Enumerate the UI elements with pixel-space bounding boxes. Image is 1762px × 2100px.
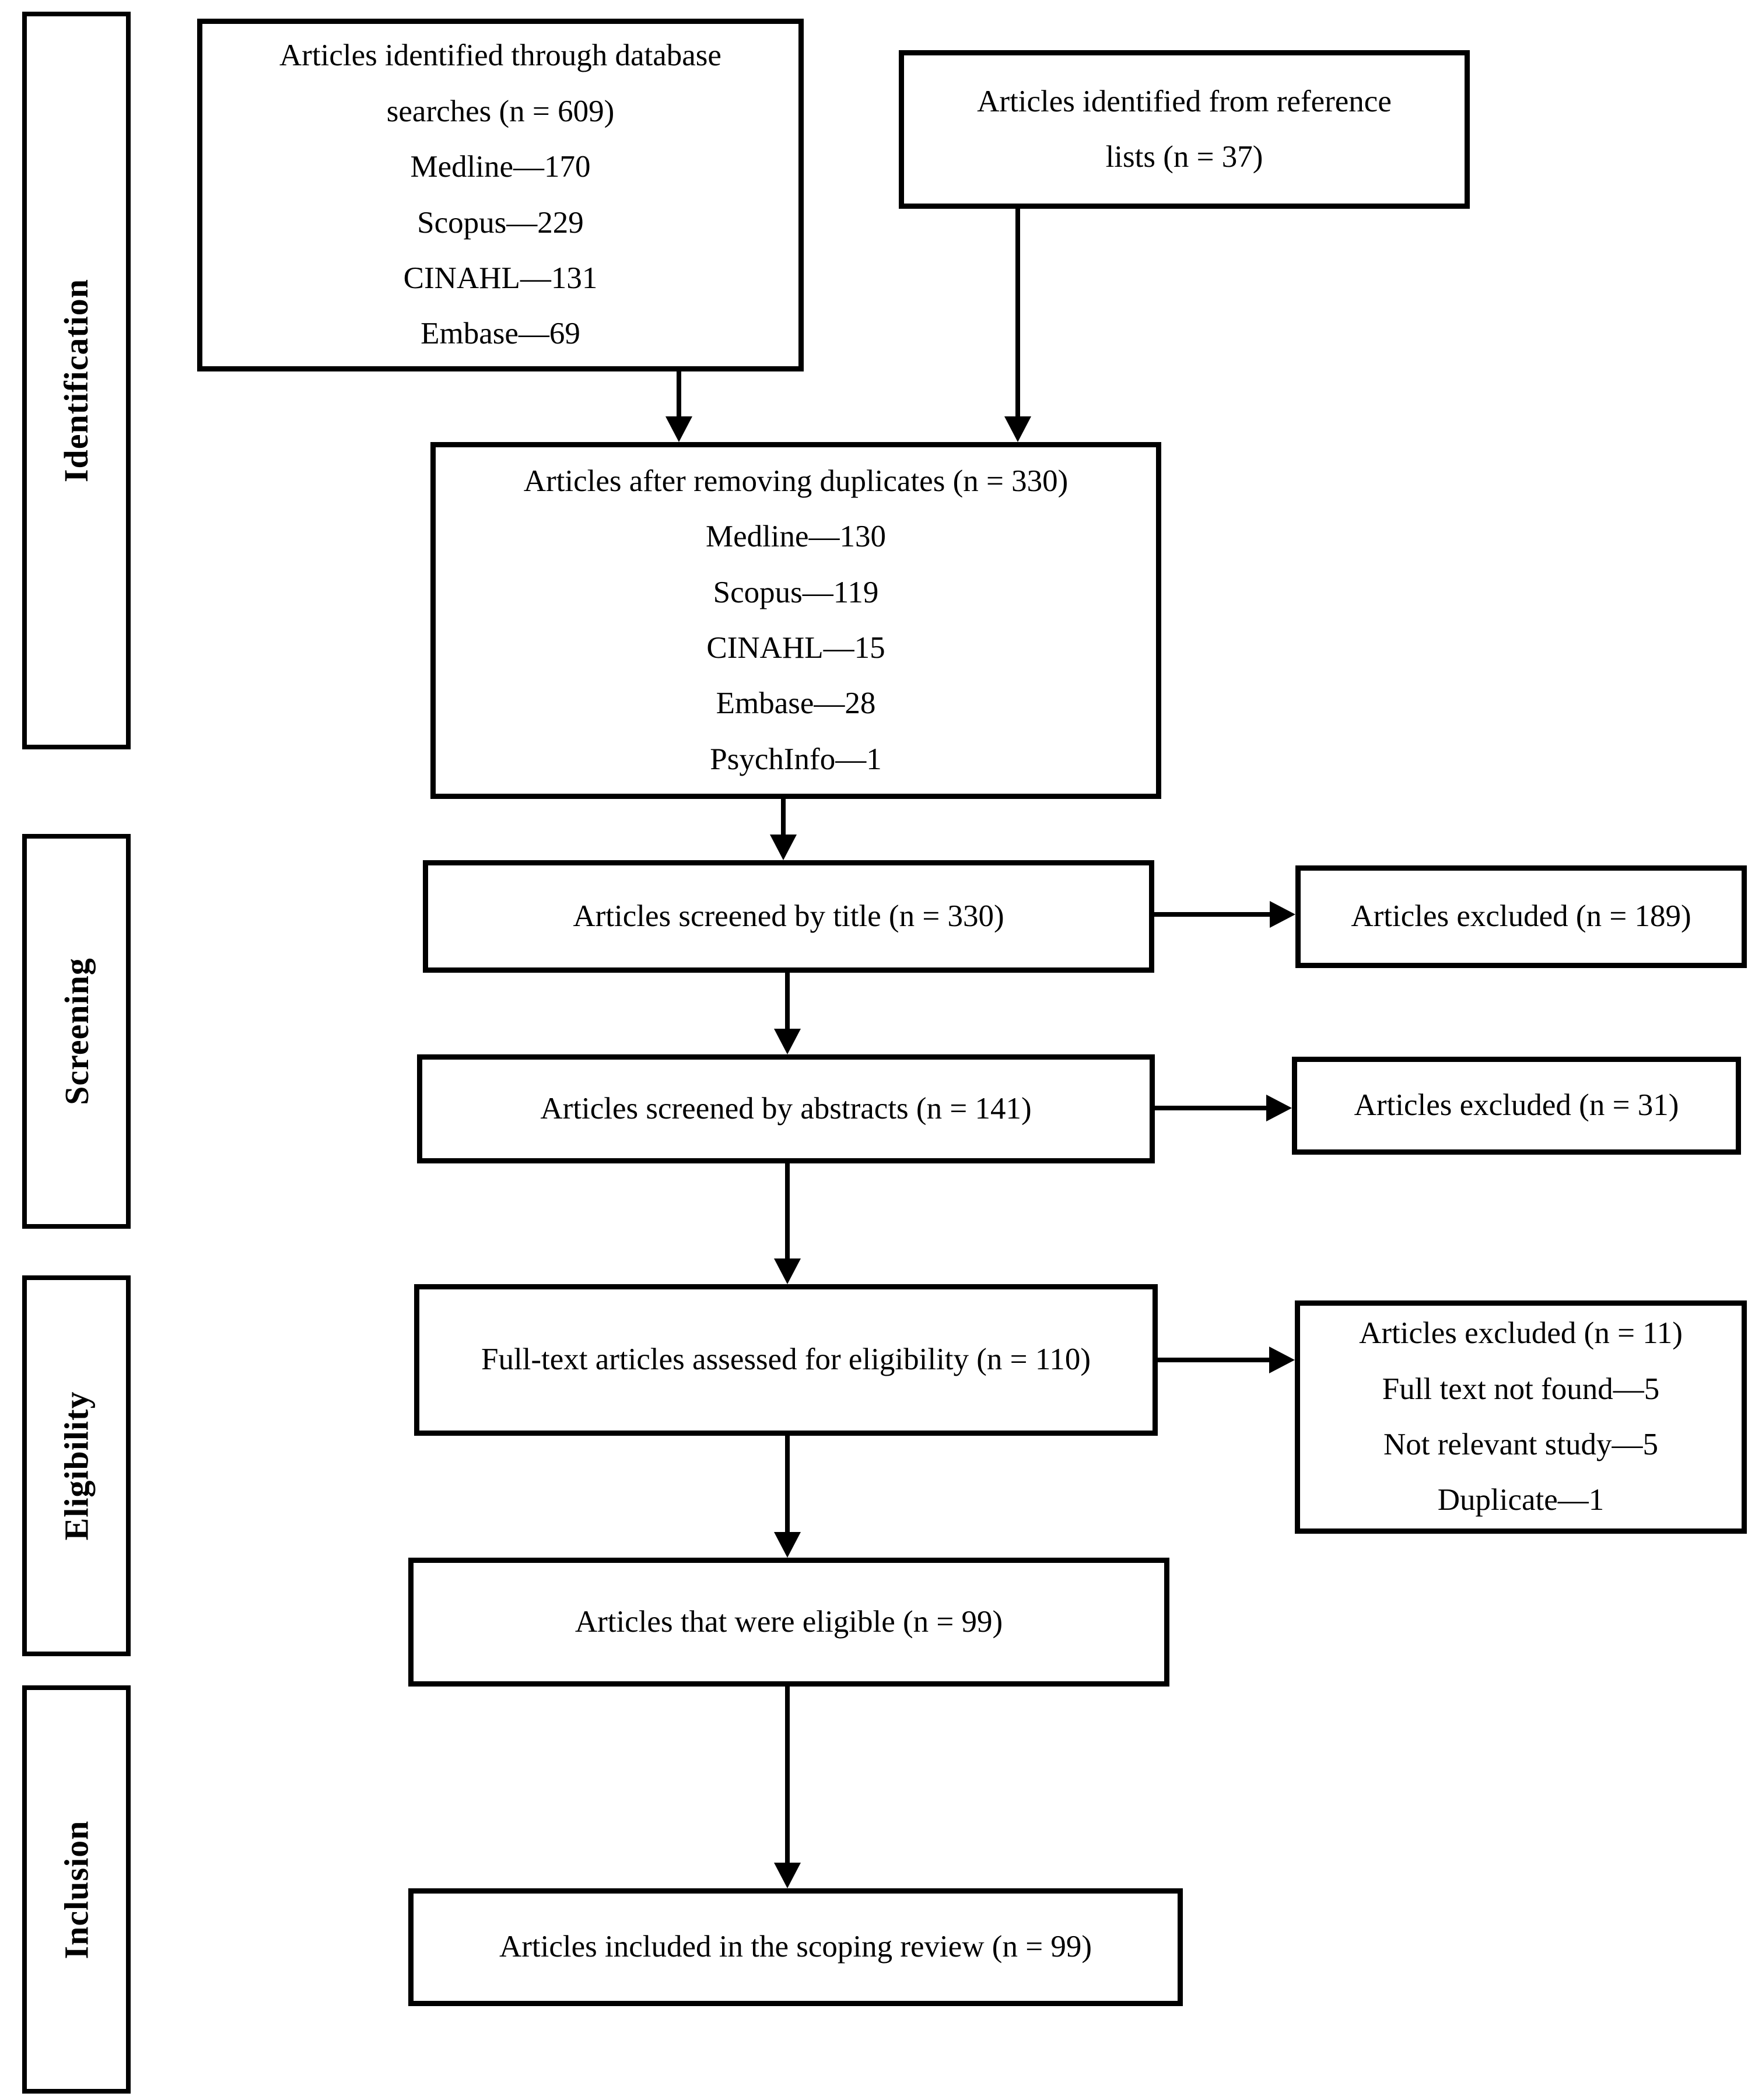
arrow-head-down-icon — [774, 1258, 801, 1284]
box-excluded-abstracts: Articles excluded (n = 31) — [1292, 1057, 1741, 1155]
arrow-head-down-icon — [774, 1029, 801, 1054]
box-line: Embase—28 — [716, 686, 876, 721]
box-line: Full text not found—5 — [1382, 1372, 1660, 1406]
box-line: CINAHL—15 — [706, 631, 885, 665]
box-included: Articles included in the scoping review … — [408, 1888, 1183, 2006]
box-line: searches (n = 609) — [386, 94, 615, 128]
box-line: Not relevant study—5 — [1383, 1428, 1659, 1461]
arrow-shaft — [785, 1436, 790, 1533]
arrow-shaft — [785, 973, 790, 1030]
box-line: Articles after removing duplicates (n = … — [523, 464, 1069, 498]
box-line: CINAHL—131 — [403, 261, 598, 295]
arrow-head-right-icon — [1266, 1095, 1292, 1121]
box-fulltext-assessed: Full-text articles assessed for eligibil… — [414, 1284, 1158, 1436]
box-identified-reference: Articles identified from reference lists… — [899, 50, 1470, 209]
box-line: Articles screened by abstracts (n = 141) — [540, 1091, 1032, 1126]
arrow-head-down-icon — [665, 416, 692, 442]
box-after-duplicates: Articles after removing duplicates (n = … — [430, 442, 1161, 799]
box-line: Scopus—119 — [713, 575, 879, 609]
box-line: Articles identified from reference — [977, 84, 1392, 118]
box-eligible: Articles that were eligible (n = 99) — [408, 1558, 1169, 1687]
stage-inclusion: Inclusion — [22, 1685, 131, 2094]
box-line: PsychInfo—1 — [710, 742, 882, 776]
box-line: Duplicate—1 — [1437, 1483, 1605, 1517]
stage-inclusion-label: Inclusion — [57, 1820, 96, 1959]
box-line: Articles screened by title (n = 330) — [573, 899, 1004, 933]
box-line: Full-text articles assessed for eligibil… — [481, 1342, 1091, 1377]
arrow-head-down-icon — [774, 1863, 801, 1888]
box-line: Medline—130 — [705, 520, 887, 554]
arrow-shaft — [781, 799, 786, 836]
box-line: Articles excluded (n = 11) — [1359, 1316, 1683, 1351]
arrow-head-down-icon — [774, 1532, 801, 1558]
arrow-shaft — [1154, 912, 1271, 917]
stage-screening-label: Screening — [57, 958, 96, 1105]
arrow-shaft — [1158, 1358, 1270, 1362]
arrow-shaft — [1155, 1106, 1267, 1110]
box-line: lists (n = 37) — [1105, 140, 1263, 174]
box-screened-title: Articles screened by title (n = 330) — [423, 860, 1154, 973]
arrow-head-down-icon — [1004, 416, 1031, 442]
stage-screening: Screening — [22, 834, 131, 1229]
arrow-head-down-icon — [770, 835, 797, 860]
box-excluded-fulltext: Articles excluded (n = 11) Full text not… — [1295, 1300, 1747, 1534]
arrow-shaft — [677, 371, 681, 418]
arrow-head-right-icon — [1270, 901, 1295, 928]
box-excluded-title: Articles excluded (n = 189) — [1295, 865, 1747, 968]
stage-eligibility: Eligibility — [22, 1275, 131, 1656]
box-line: Articles that were eligible (n = 99) — [575, 1604, 1003, 1639]
box-line: Articles excluded (n = 189) — [1351, 899, 1691, 934]
stage-eligibility-label: Eligibility — [57, 1391, 96, 1541]
box-line: Articles excluded (n = 31) — [1354, 1088, 1679, 1123]
box-line: Embase—69 — [421, 317, 580, 351]
box-line: Articles included in the scoping review … — [499, 1930, 1092, 1964]
arrow-shaft — [1015, 209, 1020, 418]
stage-identification-label: Identification — [57, 278, 96, 483]
arrow-shaft — [785, 1687, 790, 1864]
arrow-shaft — [785, 1163, 790, 1260]
box-screened-abstracts: Articles screened by abstracts (n = 141) — [417, 1054, 1155, 1163]
stage-identification: Identification — [22, 12, 131, 749]
box-line: Articles identified through database — [279, 38, 721, 73]
box-identified-database: Articles identified through database sea… — [197, 19, 804, 371]
box-line: Scopus—229 — [417, 205, 584, 240]
arrow-head-right-icon — [1269, 1347, 1295, 1373]
box-line: Medline—170 — [410, 150, 591, 184]
